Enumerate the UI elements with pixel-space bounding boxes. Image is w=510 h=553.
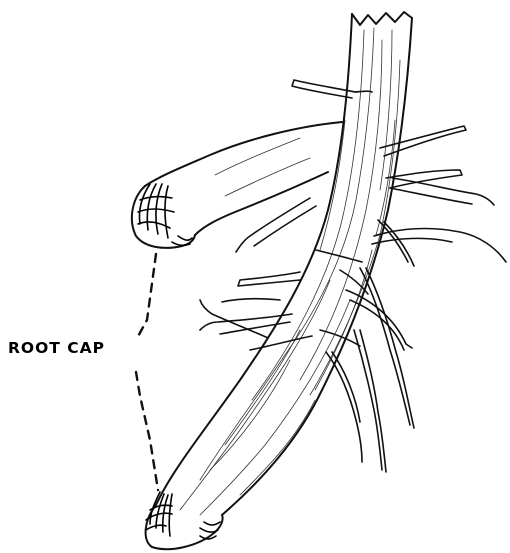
leader-upper — [136, 254, 156, 340]
leader-lower — [136, 372, 158, 490]
root-cap-label: ROOT CAP — [8, 339, 105, 357]
root-hairs — [200, 80, 506, 472]
side-root — [132, 122, 342, 248]
main-root-tip — [146, 505, 223, 549]
main-root-left-edge — [156, 14, 352, 505]
side-root-upper-edge — [145, 122, 342, 186]
main-root-right-edge — [222, 18, 412, 515]
side-root-lower-edge — [195, 172, 328, 235]
side-root-tip — [132, 186, 195, 248]
cut-end — [352, 12, 412, 25]
root-cap-leaders — [136, 254, 158, 490]
